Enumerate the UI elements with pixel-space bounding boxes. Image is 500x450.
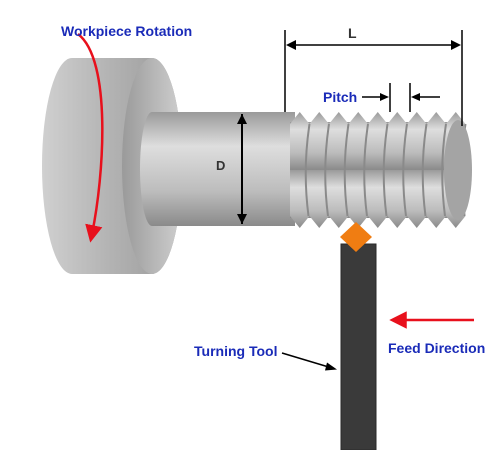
thread-crests-bottom [290,170,466,228]
length-dimension [284,30,463,126]
thread-groove-line [441,123,447,217]
diameter-dimension [237,114,247,224]
turning-tool [340,222,377,450]
rotation-arrow [77,33,104,243]
pitch-dimension [362,83,440,112]
thread-groove-line [324,123,330,217]
pitch-label: Pitch [323,89,358,105]
threaded-section [290,112,472,228]
feed-direction-label: Feed Direction [388,340,486,356]
thread-groove-line [421,123,428,217]
diameter-label: D [216,158,226,173]
thread-groove-line [382,123,389,217]
thread-end-face [444,120,472,220]
thread-groove-line [343,123,350,217]
thread-crests-top [290,112,466,170]
workpiece-rotation-label: Workpiece Rotation [61,23,193,39]
turning-tool-leader-head [325,362,337,371]
thread-groove-line [363,123,369,217]
turning-tool-leader [281,352,333,369]
tool-tip-insert [340,222,372,252]
thread-groove-line [304,123,311,217]
shaft [140,112,295,226]
turning-tool-label: Turning Tool [194,343,278,359]
length-label: L [348,25,357,41]
thread-groove-line [402,123,408,217]
